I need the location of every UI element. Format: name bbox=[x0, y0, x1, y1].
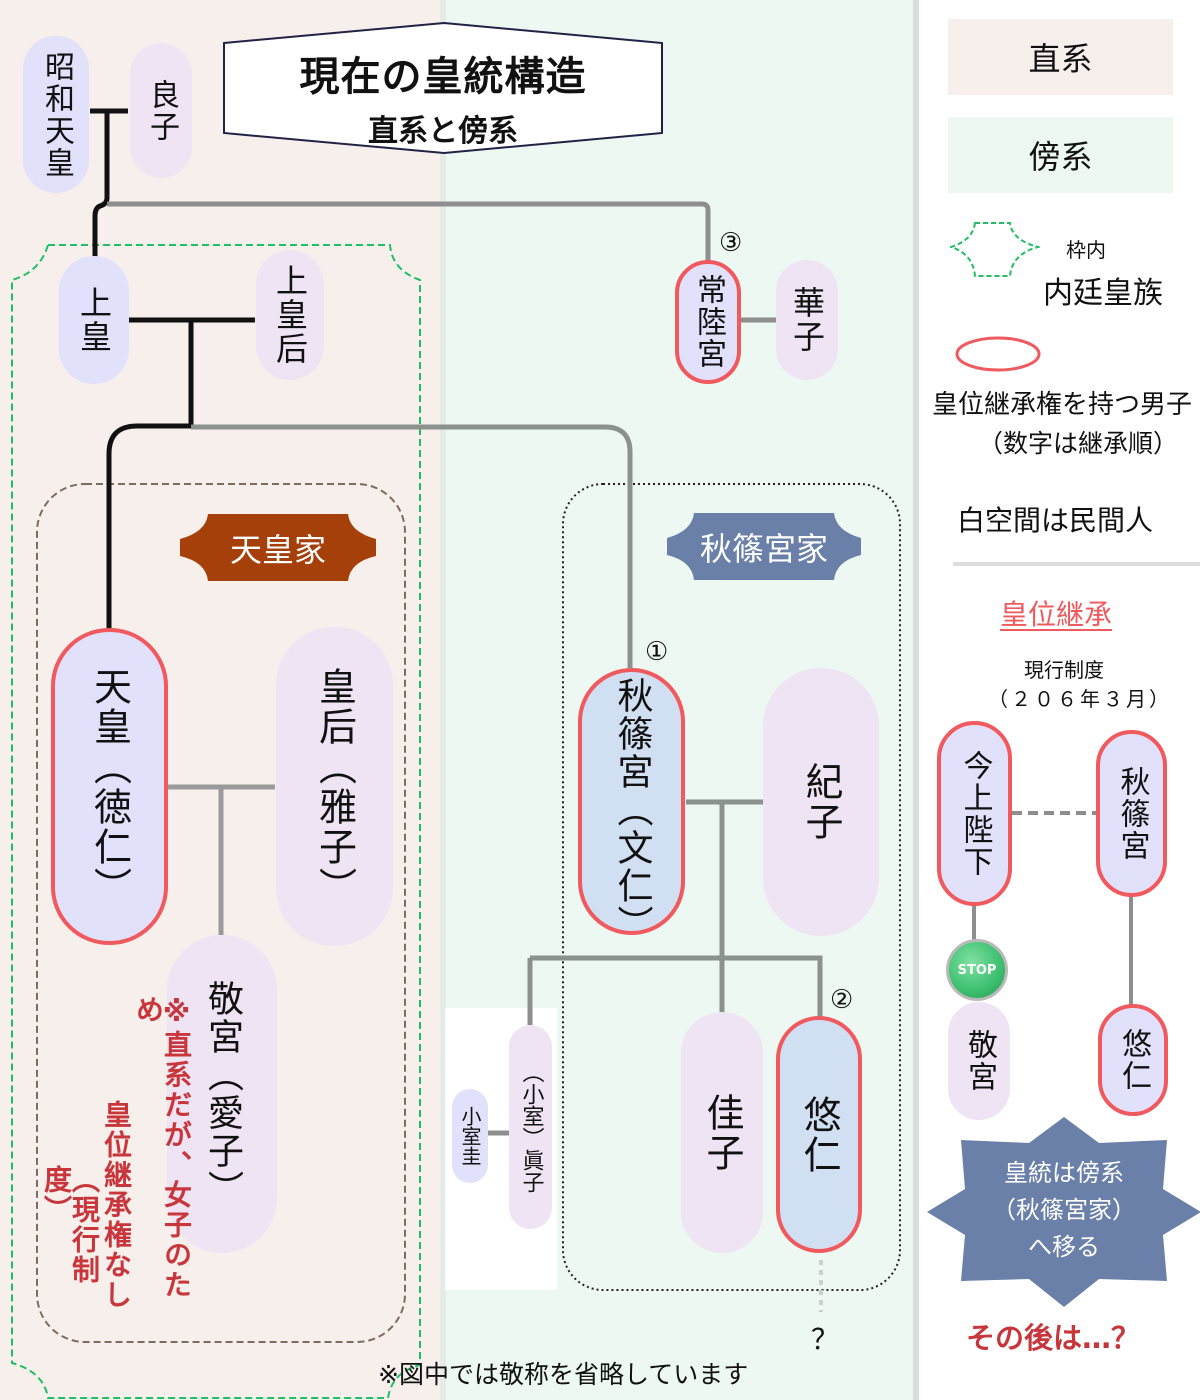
person-akishino[interactable]: 秋篠宮（文仁） bbox=[578, 668, 685, 943]
title-frame bbox=[223, 22, 663, 154]
person-jokogo[interactable]: 上皇后 bbox=[256, 250, 324, 380]
legend-divider bbox=[953, 562, 1200, 566]
person-mako[interactable]: （小室）眞子 bbox=[509, 1025, 552, 1229]
legend-heir-label: 皇位継承権を持つ男子 bbox=[932, 390, 1193, 420]
legend-separator bbox=[913, 0, 919, 1400]
person-kei[interactable]: 小室圭 bbox=[452, 1089, 488, 1183]
succession-number-2: ② bbox=[830, 985, 854, 1015]
succession-system: 現行制度 bbox=[1024, 658, 1104, 682]
person-tenno[interactable]: 天皇（徳仁） bbox=[51, 628, 168, 945]
inner-family-legend-icon bbox=[950, 222, 1040, 277]
succession-number-1: ① bbox=[645, 637, 669, 667]
aiko-note: ※直系だが、女子のため 皇位継承権なし （現行制度） bbox=[40, 995, 193, 1310]
succession-akishino[interactable]: 秋篠宮 bbox=[1096, 730, 1167, 897]
title-banner: 現在の皇統構造 直系と傍系 bbox=[222, 22, 664, 154]
succession-current-emperor[interactable]: 今上陛下 bbox=[937, 721, 1012, 906]
area-divider bbox=[440, 0, 446, 1400]
heir-legend-icon bbox=[955, 336, 1041, 372]
person-hanako[interactable]: 華子 bbox=[776, 260, 838, 380]
legend-collateral: 傍系 bbox=[948, 117, 1173, 193]
person-joko[interactable]: 上皇 bbox=[59, 256, 129, 384]
person-showa[interactable]: 昭和天皇 bbox=[23, 36, 89, 193]
page-title: 現在の皇統構造 bbox=[299, 54, 587, 100]
person-kogo[interactable]: 皇后（雅子） bbox=[276, 627, 393, 946]
succession-heading: 皇位継承 bbox=[1000, 598, 1113, 631]
legend-inner-small: 枠内 bbox=[1066, 238, 1106, 262]
succession-number-3: ③ bbox=[719, 228, 743, 258]
tenno-family-banner: 天皇家 bbox=[180, 514, 376, 581]
star-line-1: 皇統は傍系 bbox=[1004, 1159, 1124, 1187]
unknown-heir-mark: ？ bbox=[811, 1323, 840, 1356]
succession-aiko[interactable]: 敬宮 bbox=[948, 1002, 1010, 1120]
stop-button[interactable]: STOP bbox=[946, 939, 1008, 1001]
succession-star-callout: 皇統は傍系 （秋篠宮家） へ移る bbox=[927, 1117, 1200, 1307]
star-line-2: （秋篠宮家） bbox=[992, 1196, 1136, 1224]
legend-heir-sub: （数字は継承順） bbox=[978, 429, 1179, 458]
person-kako[interactable]: 佳子 bbox=[681, 1012, 763, 1253]
footer-note: ※図中では敬称を省略しています bbox=[378, 1360, 749, 1389]
succession-hisahito[interactable]: 悠仁 bbox=[1098, 1004, 1168, 1116]
person-hisahito[interactable]: 悠仁 bbox=[776, 1016, 862, 1253]
person-nagako[interactable]: 良子 bbox=[130, 43, 192, 178]
person-toshinomiya[interactable]: 敬宮（愛子） bbox=[167, 935, 277, 1253]
page-subtitle: 直系と傍系 bbox=[368, 114, 518, 149]
star-line-3: へ移る bbox=[1028, 1233, 1100, 1261]
person-hitachi[interactable]: 常陸宮 bbox=[675, 260, 741, 384]
succession-question: その後は…？ bbox=[966, 1321, 1141, 1355]
legend-direct: 直系 bbox=[948, 19, 1173, 95]
legend-commoner: 白空間は民間人 bbox=[957, 504, 1154, 537]
succession-date: （２０６年３月） bbox=[988, 687, 1172, 711]
akishino-family-banner: 秋篠宮家 bbox=[667, 513, 861, 580]
legend-inner-label: 内廷皇族 bbox=[1043, 276, 1163, 311]
person-kiko[interactable]: 紀子 bbox=[763, 668, 879, 936]
